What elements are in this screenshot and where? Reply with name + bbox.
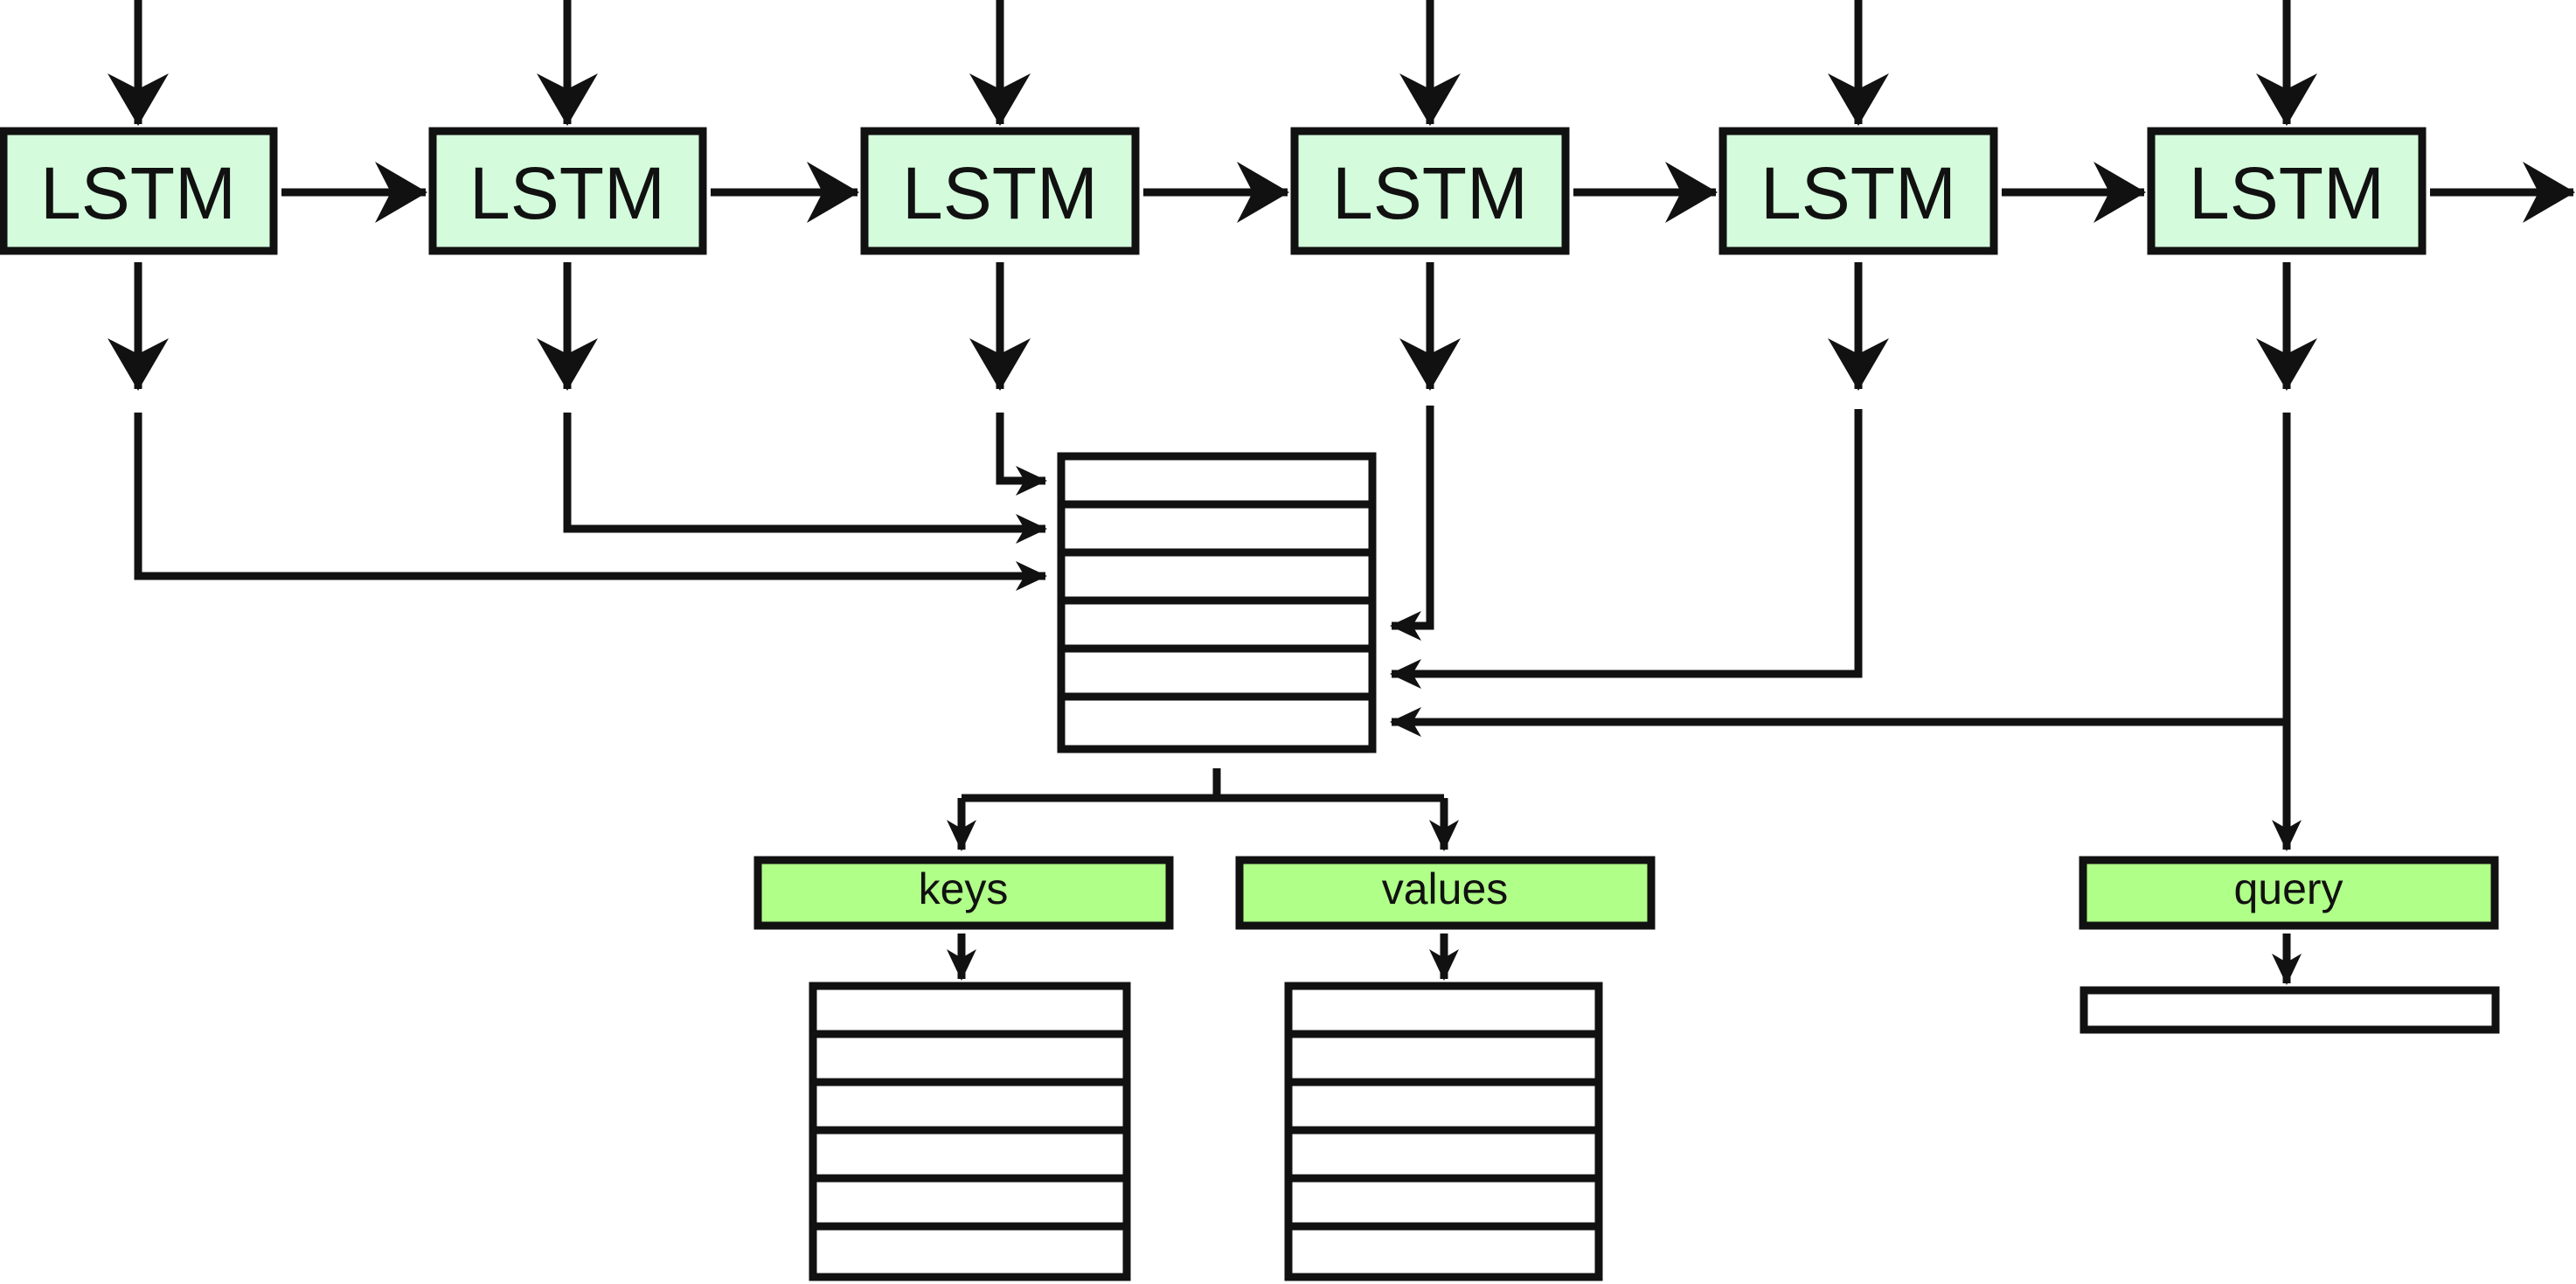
lstm-cell-4: LSTM: [1290, 127, 1570, 255]
keys-row: [809, 1174, 1131, 1231]
keys-row: [809, 1030, 1131, 1086]
keys-stack: [809, 982, 1131, 1281]
memory-row: [1057, 596, 1377, 653]
lstm-cell-5: LSTM: [1718, 127, 1998, 255]
lstm-cell-6: LSTM: [2147, 127, 2427, 255]
memory-connectors: [134, 406, 2302, 851]
connector-2: [563, 413, 1047, 544]
lstm-cell-1: LSTM: [0, 127, 278, 255]
values-row: [1284, 1174, 1603, 1231]
query-box: query: [2079, 856, 2499, 930]
input-arrows: [108, 0, 2317, 126]
memory-row: [1057, 548, 1377, 605]
memory-row: [1057, 644, 1377, 701]
connector-3: [996, 413, 1047, 496]
lstm-label: LSTM: [469, 152, 665, 234]
query-vector: [2080, 986, 2500, 1034]
lstm-label: LSTM: [902, 152, 1098, 234]
lstm-label: LSTM: [40, 152, 236, 234]
memory-row: [1057, 452, 1377, 509]
keys-row: [809, 982, 1131, 1038]
values-row: [1284, 1126, 1603, 1183]
memory-row: [1057, 500, 1377, 557]
projection-arrows: [947, 934, 2302, 985]
output-arrows: [108, 262, 2317, 391]
values-row: [1284, 1030, 1603, 1086]
keys-row: [809, 1078, 1131, 1135]
connector-4: [1390, 406, 1434, 641]
values-box: values: [1235, 856, 1656, 930]
query-row: [2080, 986, 2500, 1034]
keys-row: [809, 1126, 1131, 1183]
values-stack: [1284, 982, 1603, 1281]
keys-row: [809, 1222, 1131, 1281]
split-connector: [947, 768, 1459, 851]
lstm-label: LSTM: [2189, 152, 2385, 234]
connector-1: [134, 413, 1047, 591]
lstm-cell-3: LSTM: [860, 127, 1140, 255]
values-row: [1284, 1078, 1603, 1135]
query-label: query: [2233, 864, 2343, 913]
memory-row: [1057, 692, 1377, 753]
values-row: [1284, 1222, 1603, 1281]
lstm-label: LSTM: [1760, 152, 1956, 234]
values-row: [1284, 982, 1603, 1038]
keys-box: keys: [753, 856, 1174, 930]
connector-5: [1390, 409, 1863, 689]
keys-label: keys: [919, 864, 1009, 913]
memory-stack: [1057, 452, 1377, 753]
lstm-cell-2: LSTM: [428, 127, 707, 255]
lstm-label: LSTM: [1332, 152, 1528, 234]
values-label: values: [1382, 864, 1509, 913]
